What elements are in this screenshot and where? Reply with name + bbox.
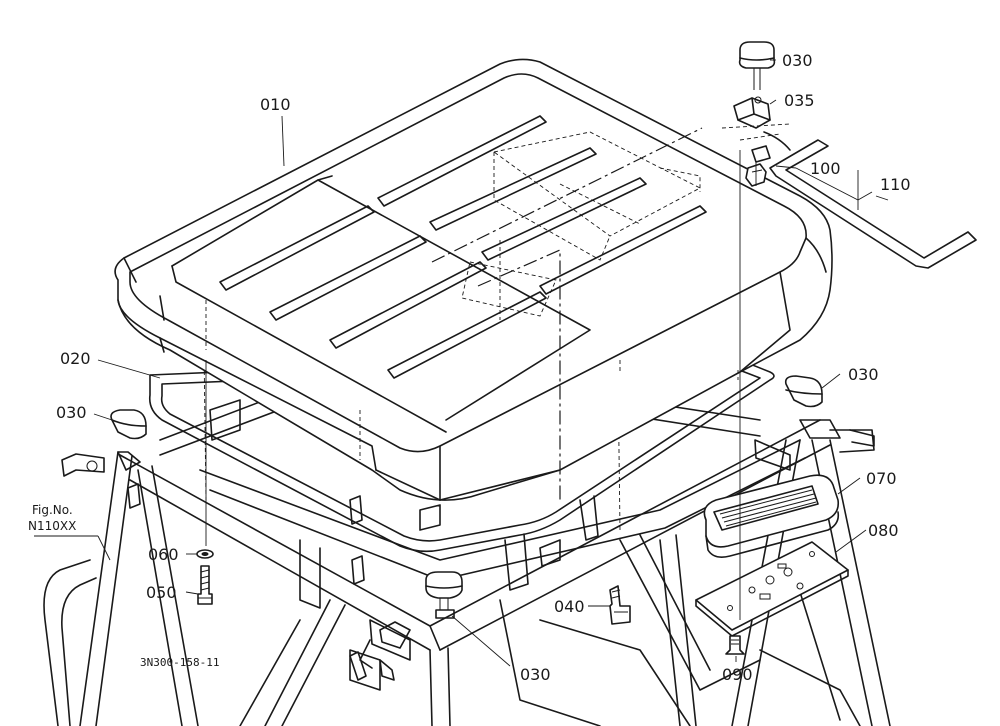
rops-frame <box>43 359 891 726</box>
callout-030-left: 030 <box>56 403 87 422</box>
plate-080 <box>695 541 849 637</box>
roof-panel-010 <box>114 58 833 501</box>
figure-ref-line2: N110XX <box>28 519 76 533</box>
callout-030-right: 030 <box>848 365 879 384</box>
washer-060 <box>196 549 214 559</box>
misc-fasteners <box>127 483 395 681</box>
callout-030-bottom: 030 <box>520 665 551 684</box>
screw-090 <box>725 635 745 655</box>
callout-090: 090 <box>722 665 753 684</box>
callout-110: 110 <box>880 175 911 194</box>
lamp-070 <box>703 474 840 558</box>
knob-030-left <box>110 409 147 440</box>
drawing-id: 3N300-158-11 <box>140 656 219 669</box>
bracket-035 <box>721 96 791 163</box>
callout-050: 050 <box>146 583 177 602</box>
callout-035: 035 <box>784 91 815 110</box>
bolt-040 <box>609 585 631 625</box>
figure-ref-line1: Fig.No. <box>32 503 73 517</box>
callout-080: 080 <box>868 521 899 540</box>
leader-lines <box>34 59 889 667</box>
callout-100: 100 <box>810 159 841 178</box>
callout-060: 060 <box>148 545 179 564</box>
callout-040: 040 <box>554 597 585 616</box>
knob-030-top <box>738 41 776 90</box>
callout-070: 070 <box>866 469 897 488</box>
callout-020: 020 <box>60 349 91 368</box>
knob-030-right <box>784 375 823 408</box>
callout-labels: 010 020 030 030 030 030 035 040 050 060 … <box>28 51 911 684</box>
callout-030-top: 030 <box>782 51 813 70</box>
hidden-lines <box>205 127 739 500</box>
rod-110 <box>769 139 977 269</box>
bolt-050 <box>197 565 213 605</box>
callout-010: 010 <box>260 95 291 114</box>
